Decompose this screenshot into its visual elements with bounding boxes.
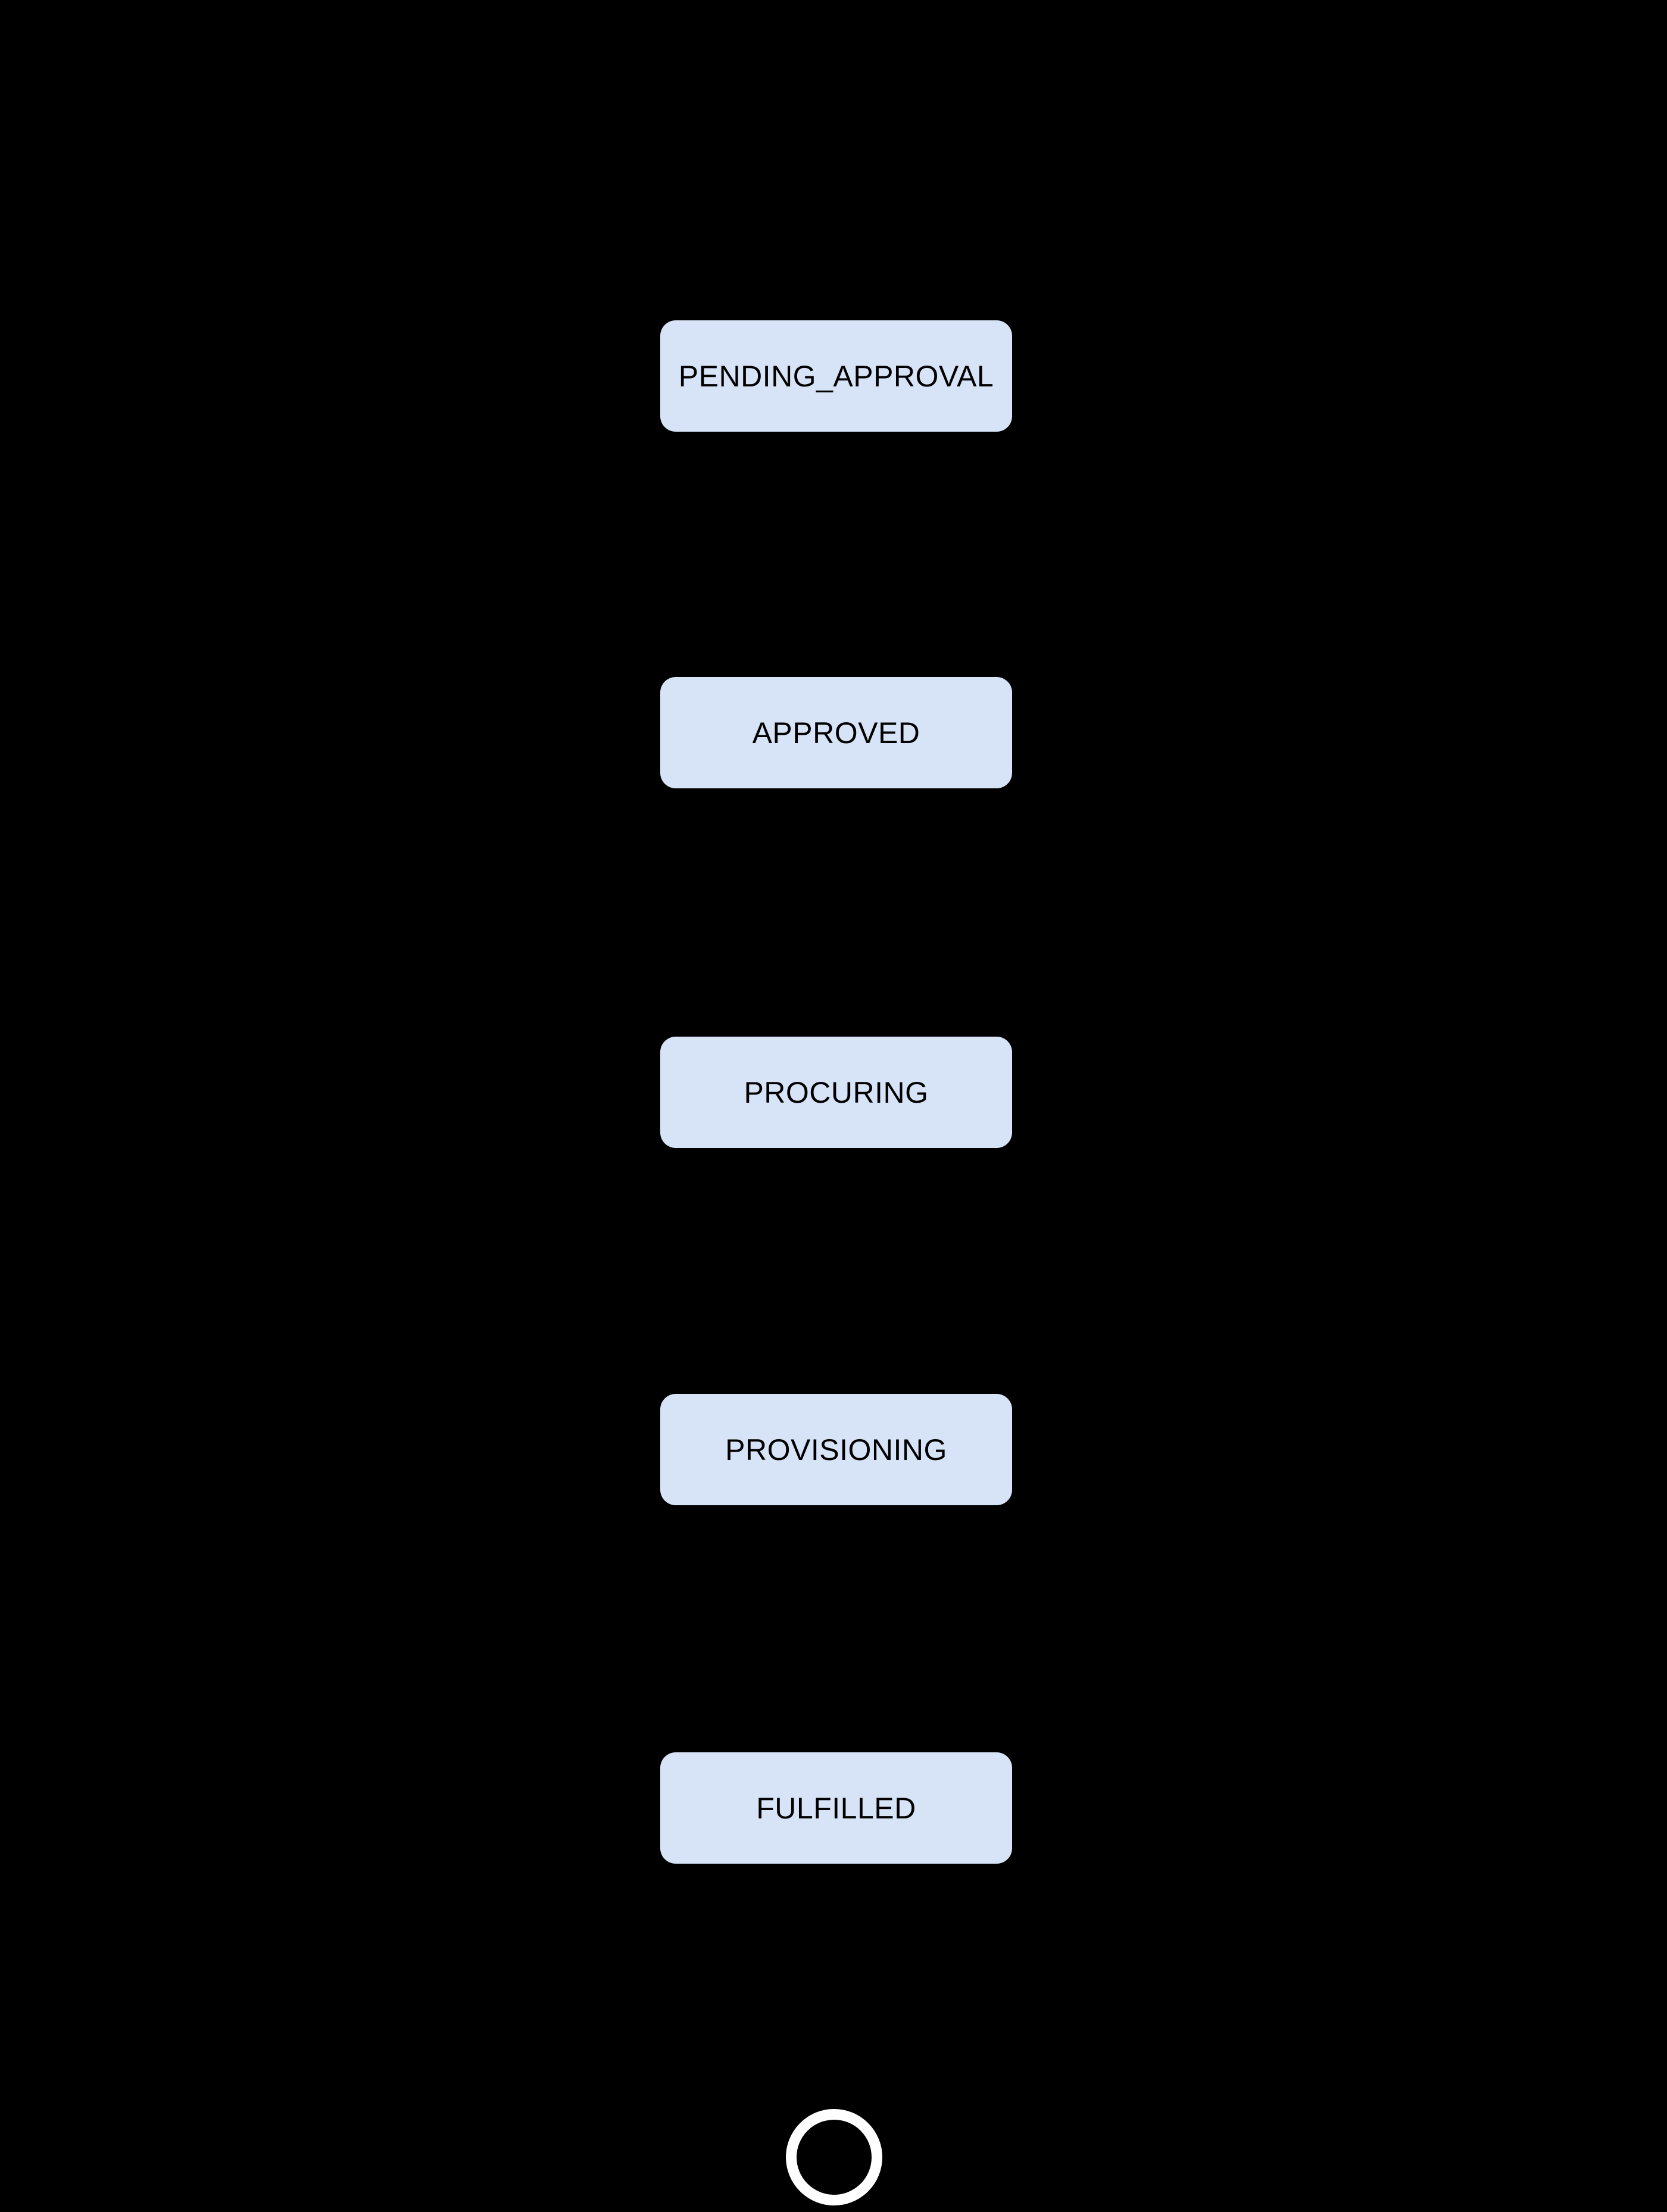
- state-node-provisioning: PROVISIONING: [660, 1394, 1012, 1505]
- state-label-pending-approval: PENDING_APPROVAL: [678, 359, 994, 393]
- state-label-procuring: PROCURING: [744, 1075, 929, 1109]
- state-label-provisioning: PROVISIONING: [725, 1433, 947, 1467]
- state-label-fulfilled: FULFILLED: [756, 1791, 916, 1825]
- state-node-approved: APPROVED: [660, 677, 1012, 788]
- state-node-pending-approval: PENDING_APPROVAL: [660, 320, 1012, 432]
- state-node-procuring: PROCURING: [660, 1037, 1012, 1148]
- final-state-ring-icon: [786, 2109, 882, 2205]
- state-label-approved: APPROVED: [752, 716, 920, 750]
- state-node-fulfilled: FULFILLED: [660, 1752, 1012, 1864]
